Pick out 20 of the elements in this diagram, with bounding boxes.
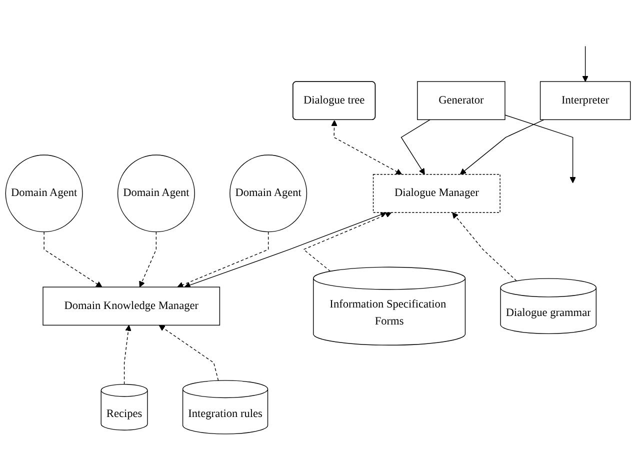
arrow: [582, 46, 588, 82]
arrow: [302, 212, 392, 272]
arrow: [158, 324, 219, 381]
arrow: [400, 119, 430, 175]
arrow: [184, 212, 387, 288]
node-circle: Domain Agent: [230, 154, 308, 232]
arrow: [124, 324, 132, 385]
arrow: [331, 120, 402, 175]
arrow: [504, 114, 576, 184]
arrow: [460, 119, 544, 175]
node-box: Dialogue Manager: [372, 174, 500, 213]
arrow: [452, 212, 517, 282]
arrow: [139, 231, 157, 288]
arrow: [177, 231, 269, 288]
node-box: Interpreter: [540, 81, 631, 120]
node-circle: Domain Agent: [5, 154, 83, 232]
node-box: Generator: [417, 81, 506, 120]
node-box: Domain Knowledge Manager: [42, 286, 220, 326]
arrow: [44, 231, 102, 288]
node-circle: Domain Agent: [117, 154, 195, 232]
